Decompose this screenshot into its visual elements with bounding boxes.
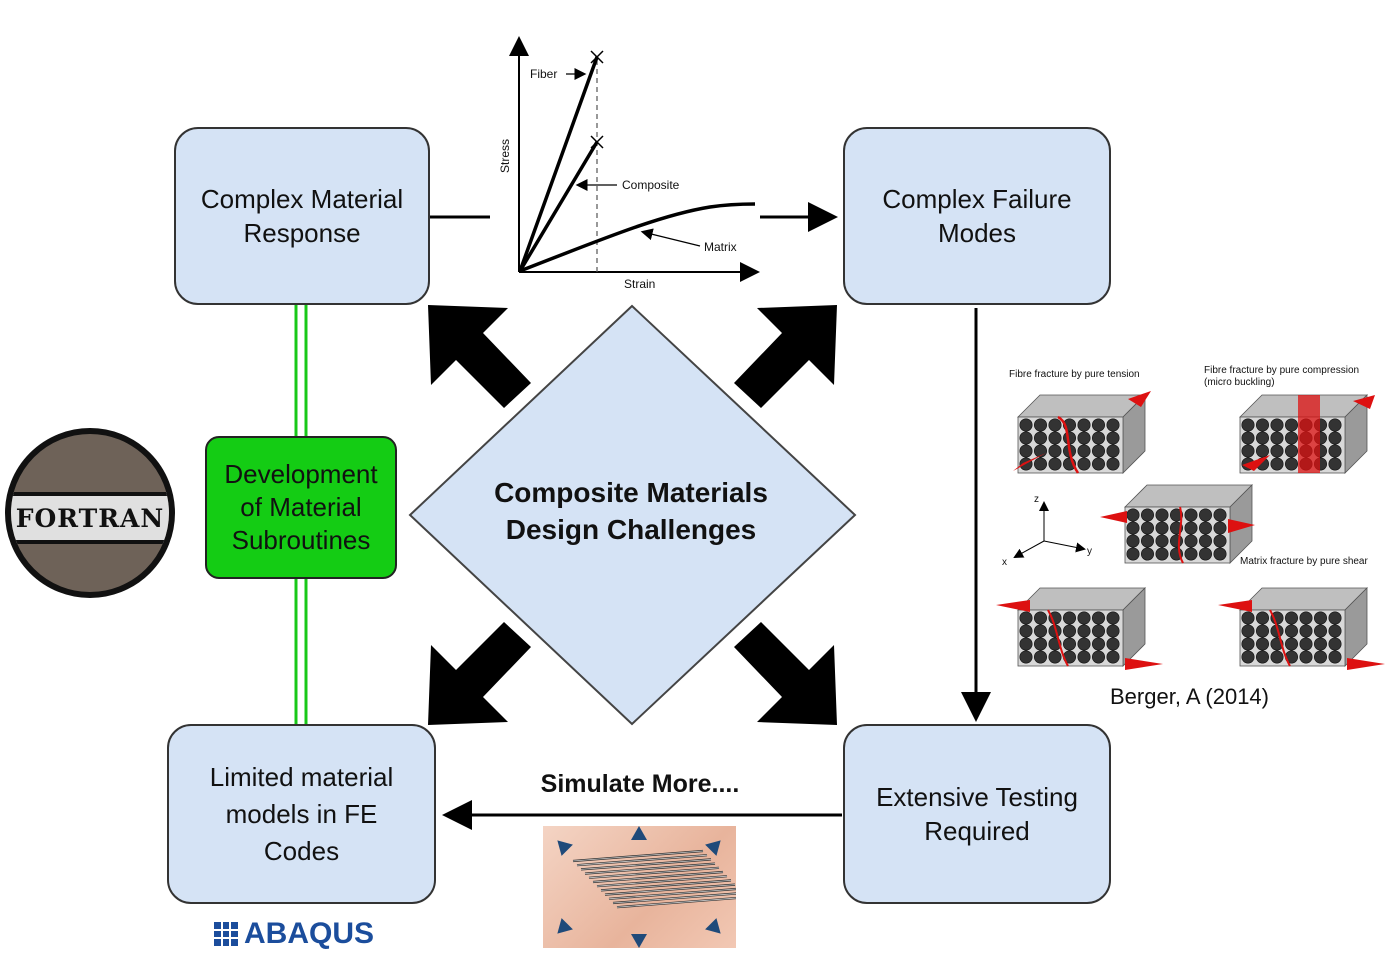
abaqus-mark-icon <box>214 922 238 946</box>
stress-strain-chart: Fiber Composite Matrix Strain Stress <box>498 36 760 291</box>
node-failure-modes: Complex Failure Modes <box>843 127 1111 305</box>
node-development-line-3: Subroutines <box>231 525 371 555</box>
arrow-to-extensive-testing <box>734 622 837 725</box>
strain-label: Strain <box>624 277 655 291</box>
coordinate-axes <box>1013 501 1086 558</box>
axis-y-label: y <box>1087 546 1092 557</box>
composite-break-x <box>590 135 604 149</box>
node-material-response-line-1: Complex Material <box>200 184 404 214</box>
compression-caption-2: (micro buckling) <box>1204 377 1275 388</box>
block-center <box>1100 484 1255 564</box>
composite-curve <box>518 141 599 272</box>
shear-caption: Matrix fracture by pure shear <box>1240 556 1368 567</box>
node-limited-models: Limited material models in FE Codes <box>167 724 436 904</box>
stretch-arrow-icon <box>557 918 573 934</box>
stretch-arrow-icon <box>705 918 721 934</box>
compression-caption: Fibre fracture by pure compression <box>1204 365 1359 376</box>
node-limited-models-line-3: Codes <box>263 835 340 866</box>
center-title-line-2: Design Challenges <box>505 514 757 545</box>
composite-label: Composite <box>622 178 680 192</box>
node-material-response-line-2: Response <box>243 218 361 248</box>
abaqus-logo-text: ABAQUS <box>244 917 375 950</box>
arrow-to-failure-modes <box>734 305 837 408</box>
fiber-break-x <box>590 50 604 64</box>
matrix-curve <box>519 202 756 273</box>
node-failure-modes-line-1: Complex Failure <box>882 184 1072 214</box>
abaqus-logo: ABAQUS <box>214 914 374 954</box>
node-development: Development of Material Subroutines <box>205 436 397 579</box>
node-extensive-testing-line-1: Extensive Testing <box>876 782 1078 812</box>
fortran-logo: FORTRAN <box>5 428 175 598</box>
stretch-arrow-icon <box>631 934 647 948</box>
node-development-line-2: of Material <box>240 492 362 522</box>
block-compression <box>1239 394 1375 474</box>
fortran-logo-text: FORTRAN <box>11 492 169 544</box>
center-title-line-1: Composite Materials <box>494 477 768 508</box>
axis-z-label: z <box>1034 494 1039 505</box>
stress-label: Stress <box>498 139 512 173</box>
green-connector <box>294 305 308 724</box>
node-material-response: Complex Material Response <box>174 127 430 305</box>
fiber-label: Fiber <box>530 67 557 81</box>
node-failure-modes-line-2: Modes <box>937 218 1017 248</box>
stretch-arrow-icon <box>557 840 573 856</box>
fiber-sheet-illustration <box>557 826 748 948</box>
arrow-to-material-response <box>428 305 531 408</box>
stretch-arrow-icon <box>631 826 647 840</box>
center-diamond <box>408 304 857 726</box>
tension-caption: Fibre fracture by pure tension <box>1009 369 1140 380</box>
node-limited-models-line-1: Limited material <box>209 761 394 792</box>
matrix-label: Matrix <box>704 240 737 254</box>
node-extensive-testing: Extensive Testing Required <box>843 724 1111 904</box>
node-limited-models-line-2: models in FE <box>225 798 378 829</box>
fiber-curve <box>518 56 599 272</box>
citation-caption: Berger, A (2014) <box>1110 684 1269 709</box>
block-shear-1 <box>996 587 1163 670</box>
failure-modes-figure: Fibre fracture by pure tension Fibre fra… <box>996 365 1385 670</box>
simulate-label: Simulate More.... <box>540 770 740 798</box>
stretch-arrow-icon <box>705 840 721 856</box>
block-shear-2 <box>1218 587 1385 670</box>
node-development-line-1: Development <box>224 459 378 489</box>
block-tension <box>1013 391 1151 474</box>
node-extensive-testing-line-2: Required <box>924 816 1030 846</box>
simulation-image <box>543 826 748 948</box>
axis-x-label: x <box>1002 557 1007 568</box>
arrow-to-limited-models <box>428 622 531 725</box>
center-title: Composite Materials Design Challenges <box>455 474 807 548</box>
